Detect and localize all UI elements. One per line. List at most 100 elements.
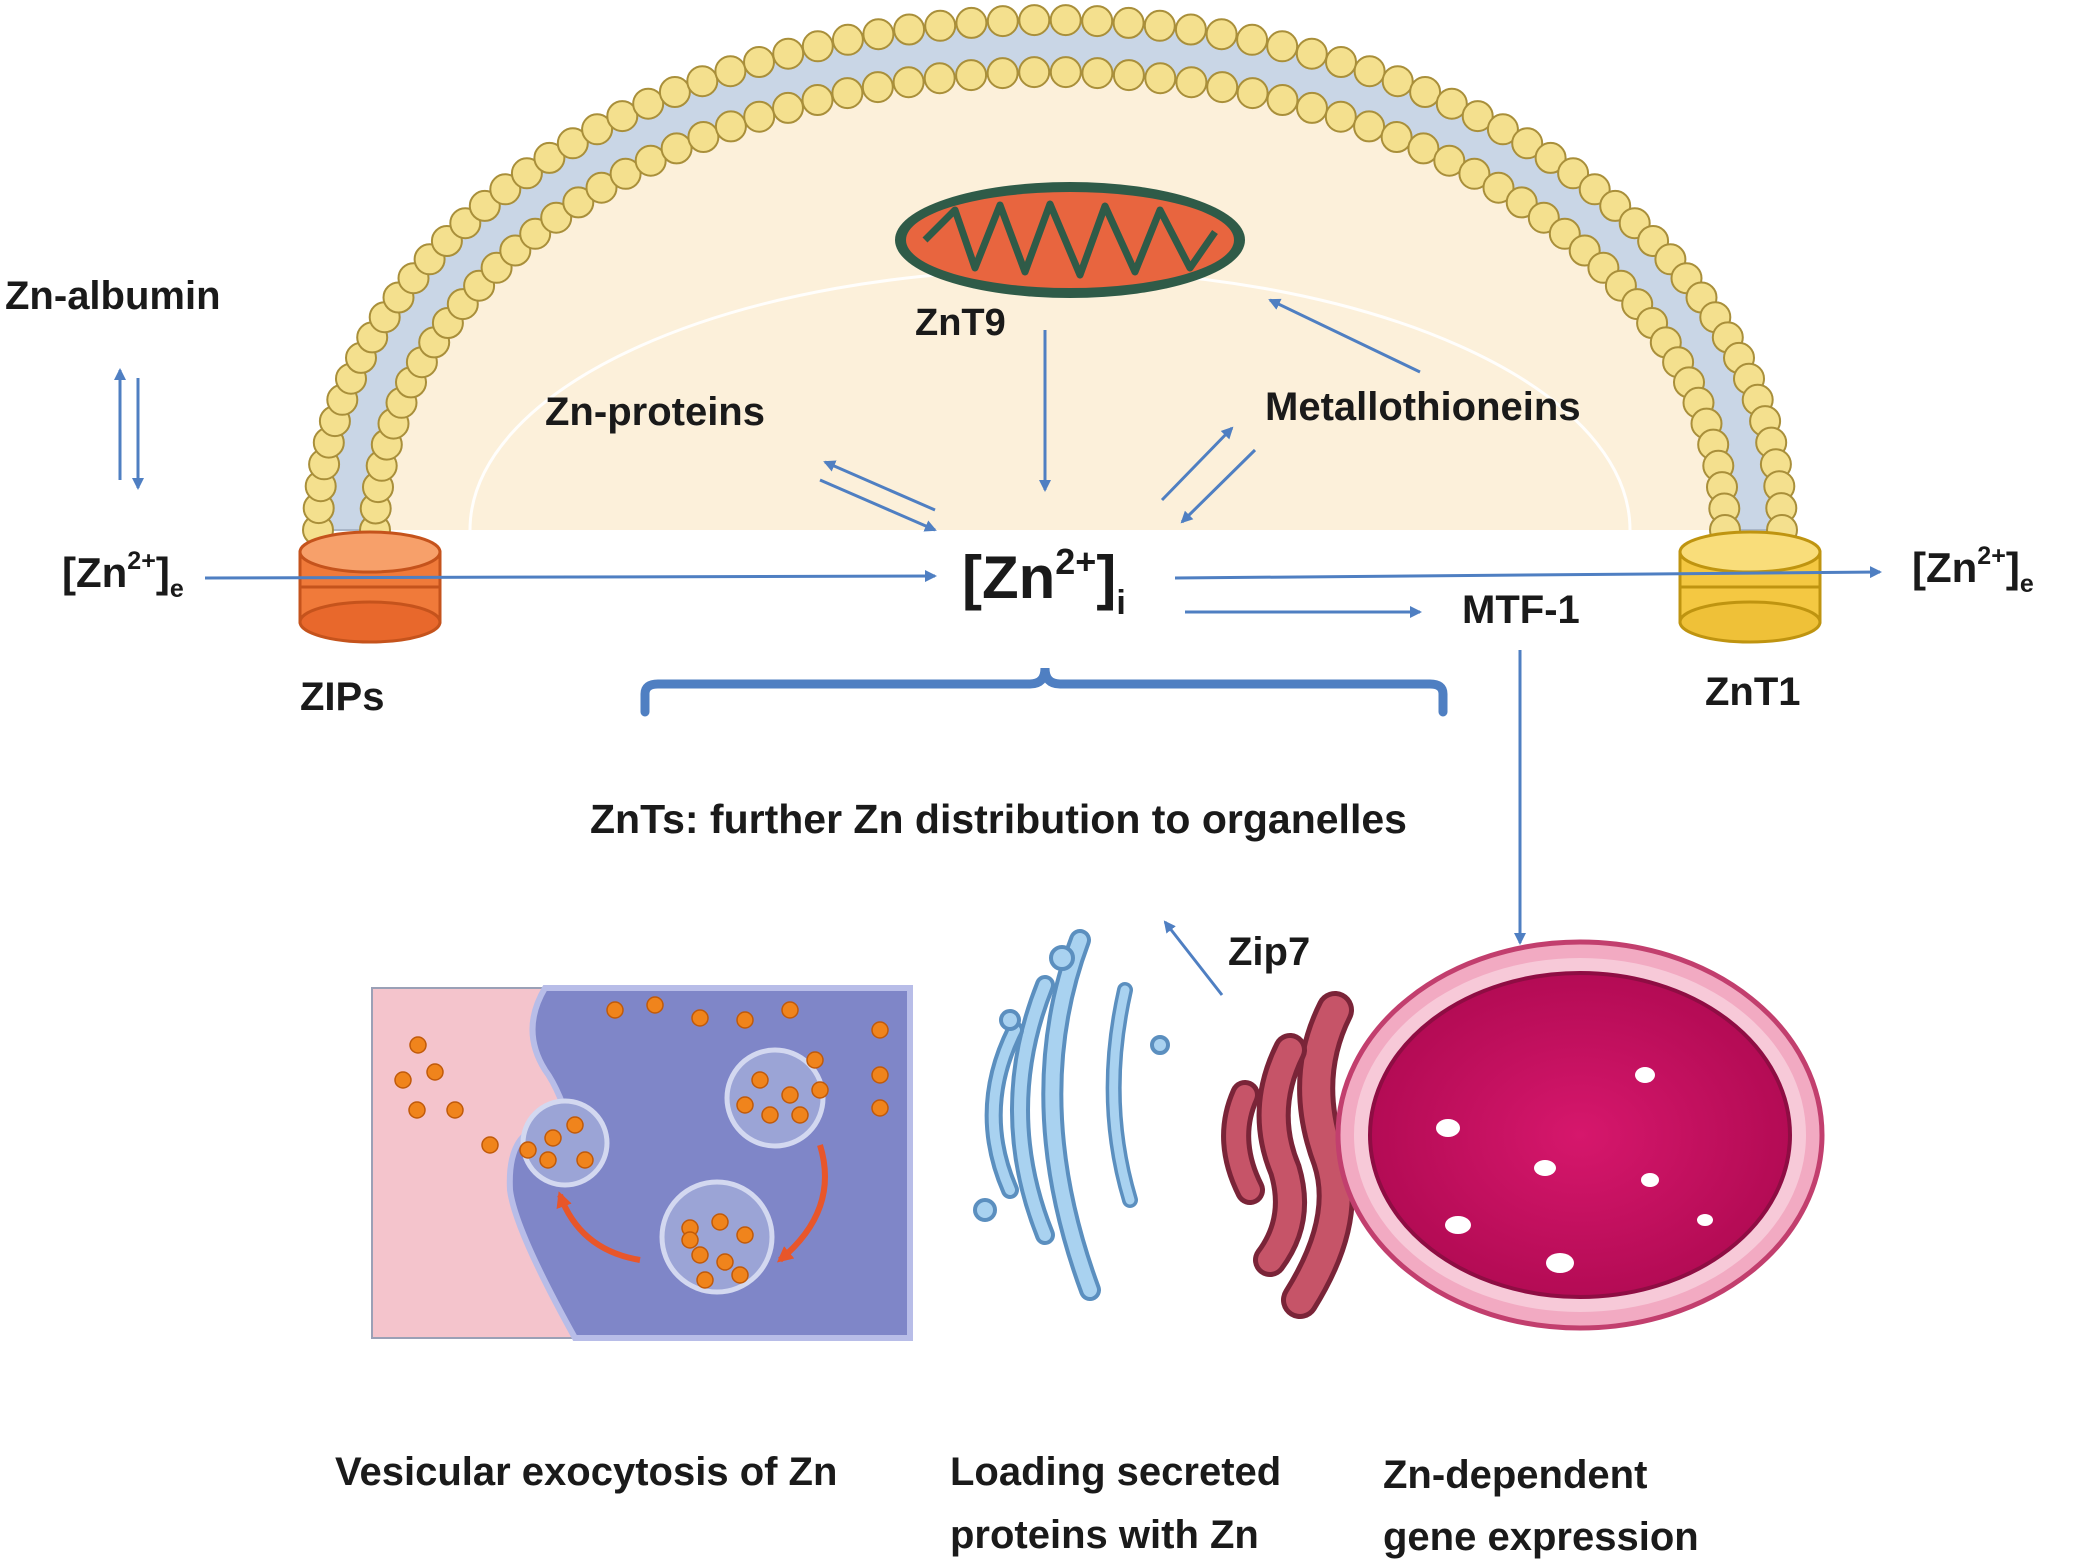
zinc-ion (806, 1051, 824, 1069)
lipid-head (1236, 77, 1269, 110)
zinc-ion (711, 1213, 729, 1231)
zn-albumin-label: Zn-albumin (5, 274, 221, 318)
lipid-head (1380, 121, 1413, 153)
lipid-head (540, 201, 573, 234)
zinc-ion (691, 1246, 709, 1264)
mtf1-label: MTF-1 (1462, 588, 1580, 632)
zinc-ion (446, 1101, 464, 1119)
lipid-head (1482, 171, 1515, 204)
lipid-head (1353, 55, 1386, 88)
znt1-transporter (1678, 530, 1822, 644)
lipid-head (1049, 4, 1082, 37)
lipid-head (772, 37, 805, 70)
lipid-head (1144, 62, 1177, 95)
zinc-ion (646, 996, 664, 1014)
zn-intracellular-label: [Zn2+]i (962, 541, 1126, 622)
zip-transporter (298, 530, 442, 644)
zn-extracellular-left-label: [Zn2+]e (62, 547, 184, 603)
lipid-head (986, 57, 1019, 90)
zinc-ion (519, 1141, 537, 1159)
lipid-head (1486, 113, 1519, 146)
zinc-ion (811, 1081, 829, 1099)
lipid-head (510, 157, 543, 190)
lipid-head (923, 62, 956, 95)
zinc-ion (606, 1001, 624, 1019)
nucleus (1335, 939, 1825, 1331)
lipid-head (1112, 59, 1145, 92)
zinc-ion (751, 1071, 769, 1089)
lipid-head (686, 65, 719, 98)
lipid-head (1018, 4, 1051, 37)
lipid-head (1458, 157, 1491, 190)
zinc-ion (736, 1011, 754, 1029)
lipid-head (585, 171, 618, 204)
znt9-label: ZnT9 (915, 302, 1006, 344)
lipid-head (562, 186, 595, 219)
lipid-head (609, 157, 642, 190)
lipid-head (581, 113, 614, 146)
lipid-head (772, 91, 804, 124)
zinc-ion (871, 1099, 889, 1117)
lipid-head (955, 6, 988, 39)
arrow-metallothioneins-to-zi (1180, 448, 1257, 524)
arrow-zip7 (1163, 920, 1224, 996)
zinc-ions (394, 996, 889, 1289)
lipid-head (658, 76, 691, 108)
zinc-ion (781, 1001, 799, 1019)
lipid-head (743, 46, 775, 78)
mitochondrion (895, 182, 1245, 298)
zn-dependent-label-line1: Zn-dependent (1383, 1453, 1647, 1497)
zinc-ion (539, 1151, 557, 1169)
lipid-head (1505, 186, 1538, 219)
zinc-ion (409, 1036, 427, 1054)
lipid-head (1353, 110, 1386, 143)
zinc-ion (576, 1151, 594, 1169)
zinc-ion (871, 1021, 889, 1039)
golgi-apparatus (973, 929, 1170, 1301)
lipid-head (1534, 141, 1567, 174)
lipid-head (1175, 66, 1208, 99)
zinc-ion (544, 1129, 562, 1147)
arrow-ze-to-zi (204, 570, 937, 583)
lipid-head (1409, 76, 1442, 108)
lipid-head (986, 5, 1019, 38)
lipid-head (634, 144, 667, 177)
zinc-ion (481, 1136, 499, 1154)
lipid-head (1049, 56, 1082, 89)
lipid-head (1511, 127, 1544, 160)
lipid-head (632, 87, 665, 120)
lipid-head (489, 173, 522, 206)
zinc-ion (791, 1106, 809, 1124)
znts-distribution-label: ZnTs: further Zn distribution to organel… (590, 796, 1407, 842)
zip7-label: Zip7 (1228, 930, 1310, 974)
zn-dependent-label-line2: gene expression (1383, 1515, 1699, 1559)
zinc-ion (736, 1096, 754, 1114)
lipid-head (1018, 56, 1051, 89)
lipid-head (831, 77, 864, 110)
lipid-head (743, 100, 776, 133)
endoplasmic-reticulum (1221, 991, 1355, 1319)
lipid-head (893, 13, 926, 46)
lipid-head (1461, 100, 1494, 133)
lipid-head (1174, 13, 1207, 46)
lipid-head (533, 141, 566, 174)
zinc-ion (871, 1066, 889, 1084)
lipid-head (1081, 57, 1114, 90)
plasma-membrane-bilayer (302, 4, 1798, 546)
lipid-head (519, 217, 552, 250)
lipid-head (1381, 65, 1414, 98)
lipid-head (831, 23, 864, 56)
lipid-head (1527, 201, 1560, 234)
lipid-head (1296, 91, 1328, 124)
lipid-head (861, 71, 894, 104)
lipid-head (955, 59, 988, 92)
lipid-head (1266, 84, 1299, 116)
zinc-ion (761, 1106, 779, 1124)
zinc-ion (781, 1086, 799, 1104)
arrow-zi-to-metallothioneins (1160, 426, 1234, 502)
zinc-ion (691, 1009, 709, 1027)
lipid-head (606, 100, 639, 133)
lipid-head (1324, 100, 1357, 133)
lipid-head (1407, 132, 1440, 165)
